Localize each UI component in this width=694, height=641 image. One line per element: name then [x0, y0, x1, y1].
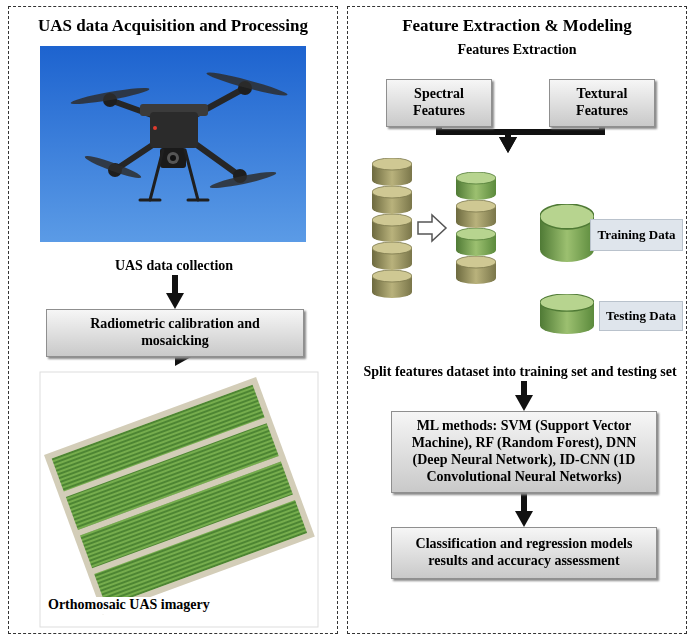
- flow-arrow: [172, 275, 178, 293]
- flow-arrow: [439, 127, 508, 137]
- box-label: Classification and regression models res…: [400, 536, 648, 570]
- data-tag: Testing Data: [599, 301, 683, 331]
- box-label: ML methods: SVM (Support Vector Machine)…: [400, 418, 648, 485]
- process-box: Classification and regression models res…: [391, 527, 657, 579]
- process-box: Radiometric calibration and mosaicking: [46, 309, 304, 357]
- box-label: Radiometric calibration and mosaicking: [55, 316, 295, 350]
- dataset-stacks: [372, 158, 594, 334]
- panel-subtitle: Features Extraction: [457, 42, 576, 59]
- tag-label: Testing Data: [606, 308, 676, 324]
- panel-title: UAS data Acquisition and Processing: [38, 16, 308, 36]
- box-label: Spectral Features: [395, 86, 483, 120]
- process-box: ML methods: SVM (Support Vector Machine)…: [391, 411, 657, 493]
- tag-label: Training Data: [597, 227, 675, 243]
- image-caption: UAS data collection: [115, 258, 233, 275]
- flow-arrow: [521, 493, 527, 511]
- image-node: UAS data collection: [39, 47, 309, 275]
- process-box: Textural Features: [549, 79, 655, 127]
- box-label: Textural Features: [558, 86, 646, 120]
- flow-arrow: [508, 127, 602, 137]
- process-box: Spectral Features: [386, 79, 492, 127]
- panel-title: Feature Extraction & Modeling: [402, 16, 632, 36]
- image-caption: Split features dataset into training set…: [363, 364, 676, 381]
- image-caption: Orthomosaic UAS imagery: [45, 597, 213, 614]
- data-tag: Training Data: [590, 219, 683, 251]
- section-panel: Feature Extraction & ModelingFeatures Ex…: [347, 6, 687, 634]
- section-panel: UAS data Acquisition and ProcessingUAS d…: [8, 6, 338, 634]
- flow-arrow: [521, 381, 527, 395]
- image-node: Orthomosaic UAS imagery: [41, 373, 319, 628]
- drone-photo: [40, 46, 306, 242]
- dataset-split: Split features dataset into training set…: [357, 153, 683, 381]
- orthomosaic-image: [40, 372, 318, 627]
